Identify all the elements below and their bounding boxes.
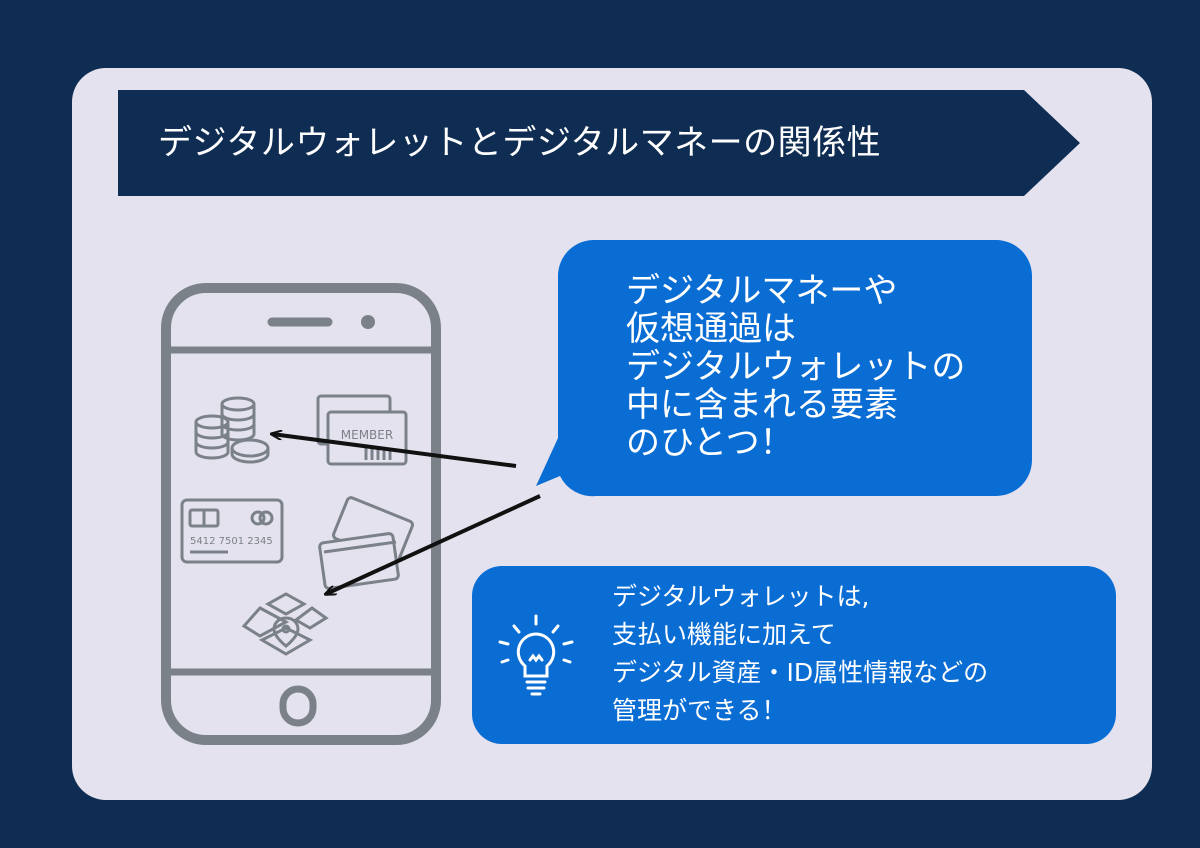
bubble-line: デジタルマネーや <box>626 271 898 311</box>
credit-card-icon: 5412 7501 2345 <box>180 498 284 564</box>
credit-card-number: 5412 7501 2345 <box>190 536 273 547</box>
arrow-to-map <box>326 494 541 594</box>
bubble-line: 中に含まれる要素 <box>626 385 898 425</box>
cards-stack-icon <box>318 496 414 590</box>
speech-bubble <box>536 239 1032 497</box>
phone-camera <box>361 315 375 329</box>
info-box <box>472 566 1116 744</box>
page-title: デジタルウォレットとデジタルマネーの関係性 <box>158 123 882 163</box>
info-line: 管理ができる！ <box>612 696 787 725</box>
bubble-line: 仮想通過は <box>626 309 796 349</box>
location-map-icon <box>241 592 329 656</box>
speech-bubble-text: デジタルマネーや 仮想通過は デジタルウォレットの 中に含まれる要素 のひとつ！ <box>626 272 1026 462</box>
info-line: 支払い機能に加えて <box>612 620 836 649</box>
coins-stack-icon <box>194 396 270 464</box>
member-card-label: MEMBER <box>341 428 393 442</box>
arrow-to-coins <box>272 434 517 468</box>
lightbulb-icon <box>498 614 574 696</box>
bubble-line: デジタルウォレットの <box>626 347 966 387</box>
info-line: デジタルウォレットは, <box>612 582 870 611</box>
title-banner: デジタルウォレットとデジタルマネーの関係性 <box>118 90 1080 196</box>
phone-home-button <box>279 685 317 727</box>
banner-arrow-shape <box>118 90 1080 196</box>
info-text: デジタルウォレットは, 支払い機能に加えて デジタル資産・ID属性情報などの 管… <box>612 578 1092 730</box>
phone-body <box>161 283 441 745</box>
info-line: デジタル資産・ID属性情報などの <box>612 658 989 687</box>
bubble-line: のひとつ！ <box>626 423 794 463</box>
